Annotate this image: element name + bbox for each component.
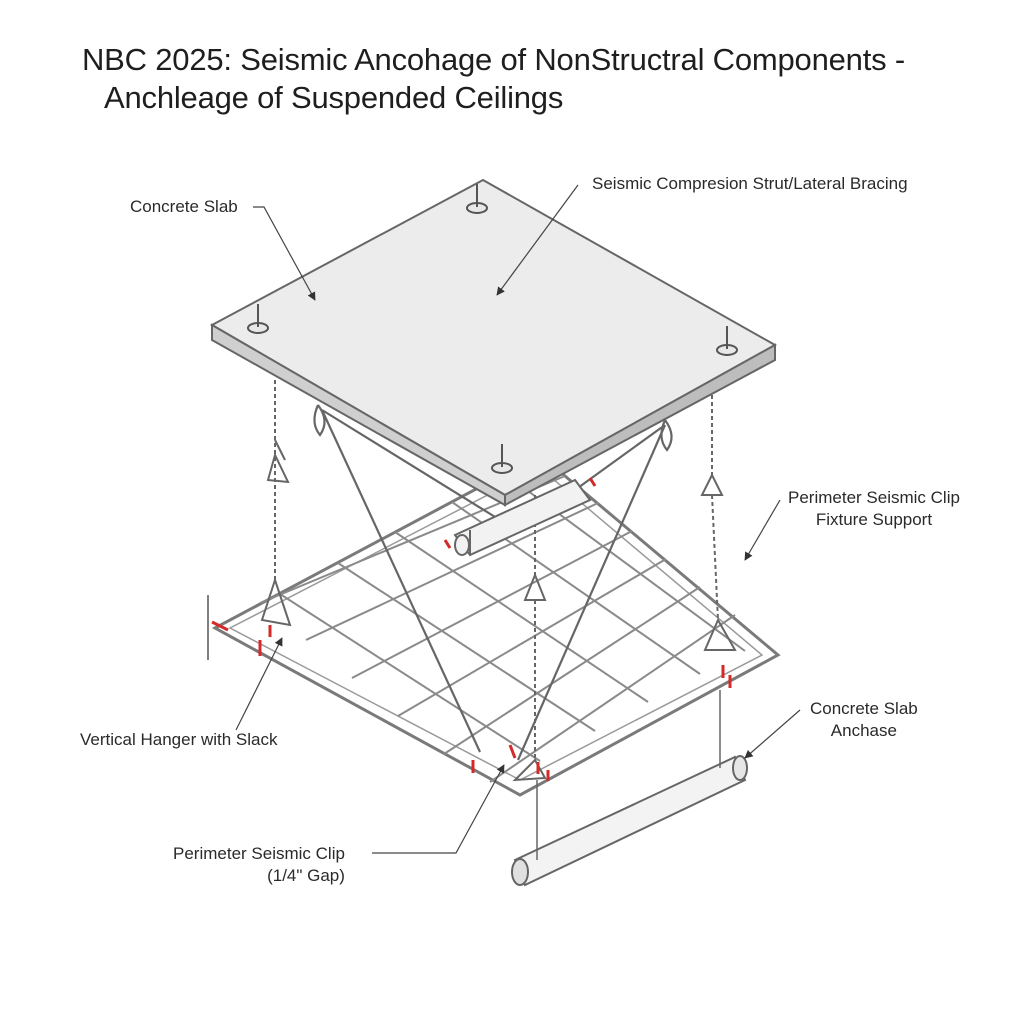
label-perimeter-clip-gap: Perimeter Seismic Clip (1/4" Gap) — [173, 843, 345, 887]
anchor-bolts — [247, 184, 738, 474]
compression-strut — [453, 478, 592, 557]
label-perimeter-clip-fixture-line2: Fixture Support — [815, 510, 933, 529]
label-concrete-slab: Concrete Slab — [130, 197, 238, 216]
label-slab-anchor-line1: Concrete Slab — [810, 699, 918, 718]
label-perimeter-clip-fixture: Perimeter Seismic Clip Fixture Support — [788, 487, 960, 531]
seismic-clips — [211, 477, 732, 781]
diagram-title-line-1: NBC 2025: Seismic Ancohage of NonStructr… — [82, 42, 905, 77]
label-slab-anchor: Concrete Slab Anchase — [810, 698, 918, 742]
leader-lines — [235, 184, 801, 854]
hangers — [260, 380, 737, 782]
label-perimeter-clip-fixture-line1: Perimeter Seismic Clip — [788, 488, 960, 507]
fixture-bar — [511, 690, 748, 887]
label-perimeter-clip-gap-line2: (1/4" Gap) — [267, 866, 345, 885]
label-vertical-hanger: Vertical Hanger with Slack — [80, 730, 278, 749]
label-compression-strut: Seismic Compresion Strut/Lateral Bracing — [592, 174, 908, 193]
label-slab-anchor-line2: Anchase — [830, 721, 897, 740]
ceiling-grid — [211, 453, 781, 797]
label-perimeter-clip-gap-line1: Perimeter Seismic Clip — [173, 844, 345, 863]
lateral-bracing — [313, 404, 673, 761]
concrete-slab — [209, 178, 778, 507]
diagram-title-line-2: Anchleage of Suspended Ceilings — [104, 80, 564, 115]
